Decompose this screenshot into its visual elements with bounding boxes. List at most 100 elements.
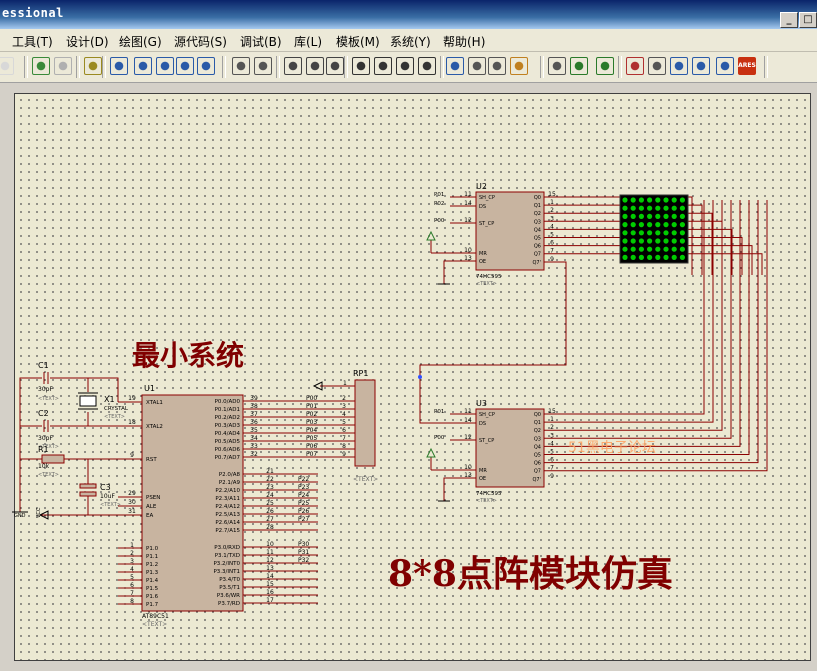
u3-pin-number: 15 xyxy=(548,408,556,415)
wire-autoroute-icon[interactable] xyxy=(548,57,566,75)
wire xyxy=(544,204,703,275)
menu-debug[interactable]: 调试(B) xyxy=(240,35,282,49)
menu-graph[interactable]: 绘图(G) xyxy=(119,35,162,49)
zoom-out-icon[interactable] xyxy=(156,57,174,75)
zoom-area-icon[interactable] xyxy=(197,57,215,75)
u1-pin-number: 15 xyxy=(266,581,274,588)
pick-device-icon[interactable] xyxy=(446,57,464,75)
u1-pin-name: P1.2 xyxy=(146,562,158,568)
u1-pin-number: 3 xyxy=(130,558,134,565)
zoom-all-icon[interactable] xyxy=(176,57,194,75)
rp1-text: <TEXT> xyxy=(353,476,378,483)
led-dot xyxy=(679,238,686,244)
u1-pin-name: P1.5 xyxy=(146,586,159,592)
make-device-icon[interactable] xyxy=(468,57,486,75)
led-dot xyxy=(655,222,661,228)
zoom-in-icon[interactable] xyxy=(134,57,152,75)
block-rotate-icon[interactable] xyxy=(396,57,414,75)
new-icon[interactable] xyxy=(0,57,14,75)
menu-library[interactable]: 库(L) xyxy=(294,35,323,49)
u1-pin-name: P3.7/RD xyxy=(218,601,240,607)
paste-icon[interactable] xyxy=(326,57,344,75)
u2-pin-number: 12 xyxy=(464,217,472,224)
net-label: P00 xyxy=(434,218,445,224)
packaging-icon[interactable] xyxy=(488,57,506,75)
u1-pin-number: 5 xyxy=(130,574,134,581)
u1-body xyxy=(141,394,244,612)
led-dot xyxy=(663,213,669,219)
led-dot xyxy=(671,213,677,219)
u1-pin-name: P0.6/AD6 xyxy=(215,447,241,453)
c2-ref: C2 xyxy=(38,409,49,418)
led-dot xyxy=(622,213,628,219)
cut-icon[interactable] xyxy=(284,57,302,75)
block-delete-icon[interactable] xyxy=(418,57,436,75)
decompose-icon[interactable] xyxy=(510,57,528,75)
led-matrix-body xyxy=(619,194,689,264)
led-dot xyxy=(679,230,686,236)
block-move-icon[interactable] xyxy=(374,57,392,75)
menu-help[interactable]: 帮助(H) xyxy=(443,35,486,49)
u3-pin-name: OE xyxy=(479,476,486,482)
u1-pin-name: RST xyxy=(146,457,157,463)
u1-pin-name: P3.1/TXD xyxy=(215,553,240,559)
title-min-system: 最小系统 xyxy=(132,339,244,372)
led-dot xyxy=(622,205,628,211)
u1-pin-name: P3.2/INT0 xyxy=(213,561,240,567)
u1-pin-name: P1.1 xyxy=(146,554,158,560)
net-label: P01 xyxy=(434,409,444,415)
erc-icon[interactable] xyxy=(716,57,734,75)
power-terminal xyxy=(426,447,436,458)
u2-pin-number: 1 xyxy=(550,199,554,206)
goto-sheet-icon[interactable] xyxy=(670,57,688,75)
menu-tools[interactable]: 工具(T) xyxy=(12,35,53,49)
pan-icon[interactable] xyxy=(110,57,128,75)
led-dot xyxy=(679,254,686,260)
u1-pin-name: P1.4 xyxy=(146,578,159,584)
minimize-button[interactable]: _ xyxy=(780,12,798,28)
menu-source[interactable]: 源代码(S) xyxy=(174,35,227,49)
menu-template[interactable]: 模板(M) xyxy=(336,35,380,49)
net-label: P31 xyxy=(298,549,309,556)
u2-part: 74HC595 xyxy=(476,274,502,280)
copy-icon[interactable] xyxy=(306,57,324,75)
u3-pin-number: 2 xyxy=(550,424,554,431)
u2-pin-name: Q6 xyxy=(534,244,541,250)
u1-pin-name: P2.1/A9 xyxy=(219,480,241,486)
ea-terminal xyxy=(38,510,49,520)
menu-system[interactable]: 系统(Y) xyxy=(390,35,431,49)
u1-pin-name: P2.7/A15 xyxy=(215,528,240,534)
ares-icon[interactable]: ARES xyxy=(738,57,756,75)
u1-pin-name: P0.2/AD2 xyxy=(215,415,240,421)
redo-icon[interactable] xyxy=(254,57,272,75)
u2-pin-number: 9 xyxy=(550,256,554,263)
led-dot xyxy=(638,230,645,236)
u2-pin-name: MR xyxy=(479,251,487,257)
rp1-pin-number: 3 xyxy=(342,403,346,410)
led-dot xyxy=(655,205,661,211)
u1-pin-name: XTAL1 xyxy=(146,400,163,406)
net-label: P01 xyxy=(434,192,444,198)
u1-part: AT89C51 xyxy=(142,613,169,620)
u3-pin-number: 4 xyxy=(550,440,554,447)
search-tag-icon[interactable] xyxy=(570,57,588,75)
block-copy-icon[interactable] xyxy=(352,57,370,75)
led-dot xyxy=(655,213,661,219)
u2-pin-name: DS xyxy=(479,204,486,210)
new-sheet-icon[interactable] xyxy=(626,57,644,75)
bom-icon[interactable] xyxy=(692,57,710,75)
toolbar-separator xyxy=(540,56,544,78)
led-dot xyxy=(655,197,661,203)
grid-icon[interactable] xyxy=(54,57,72,75)
remove-sheet-icon[interactable] xyxy=(648,57,666,75)
menu-design[interactable]: 设计(D) xyxy=(66,35,109,49)
u2-pin-number: 3 xyxy=(550,215,554,222)
refresh-icon[interactable] xyxy=(32,57,50,75)
u1-pin-number: 27 xyxy=(266,516,274,523)
undo-icon[interactable] xyxy=(232,57,250,75)
property-assign-icon[interactable] xyxy=(596,57,614,75)
origin-icon[interactable] xyxy=(84,57,102,75)
u1-pin-number: 10 xyxy=(266,541,274,548)
u3-pin-name: Q2 xyxy=(534,428,541,434)
u1-pin-name: P1.7 xyxy=(146,602,159,608)
